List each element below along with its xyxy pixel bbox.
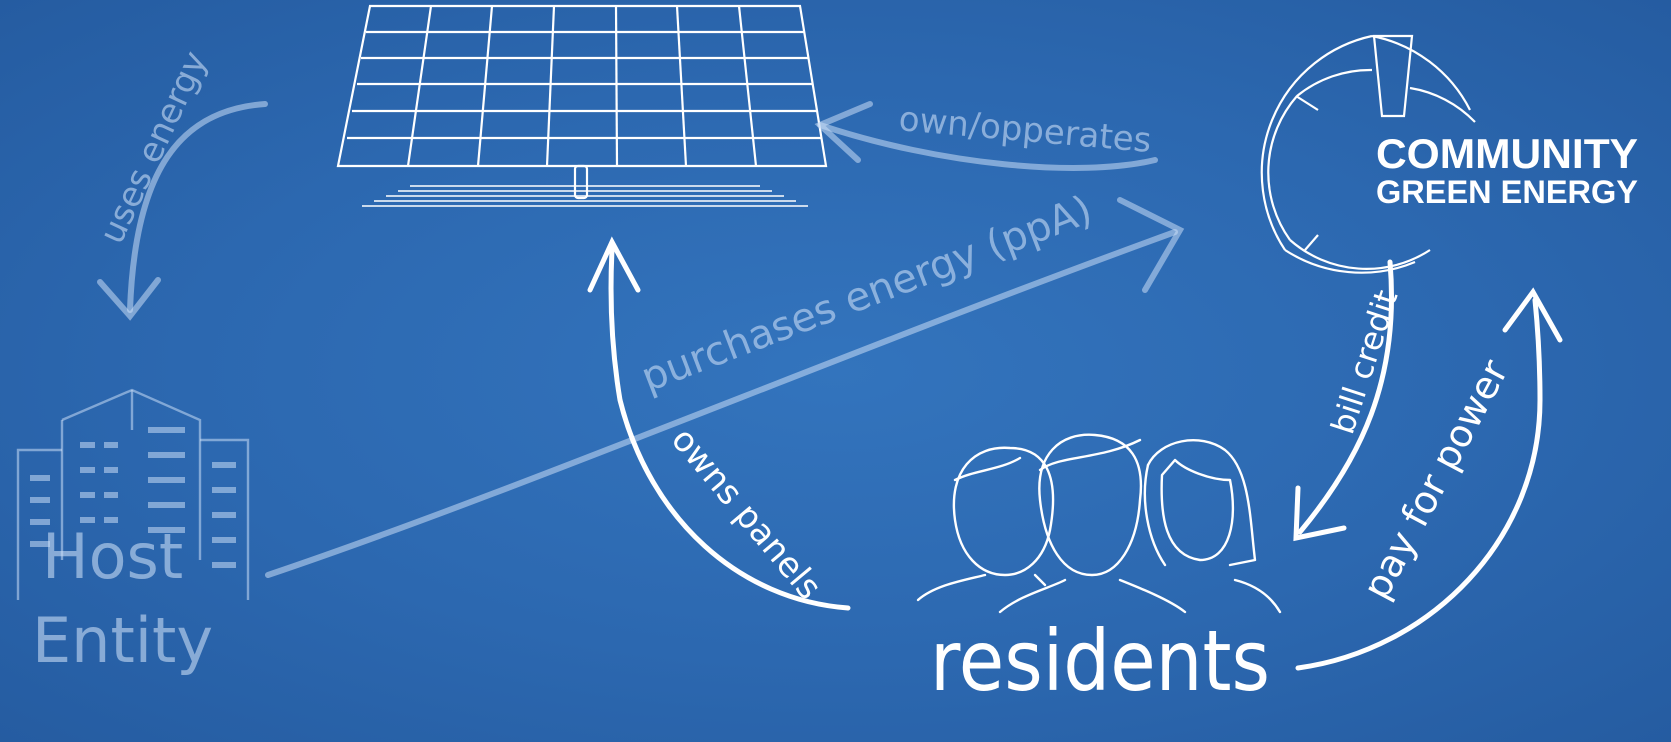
own-operates-arrow — [814, 101, 1158, 171]
pay-for-power-arrow — [1295, 287, 1563, 671]
logo-line-2: GREEN ENERGY — [1376, 174, 1638, 210]
purchases-energy-label: purchases energy (ppA) — [635, 187, 1098, 401]
owns-panels-arrow — [587, 236, 851, 611]
building-icon — [16, 388, 250, 600]
purchases-energy-arrow — [265, 197, 1185, 578]
community-green-energy-logo: COMMUNITY GREEN ENERGY — [1260, 34, 1638, 274]
bill-credit-arrow — [1293, 259, 1395, 542]
uses-energy-arrow — [97, 101, 268, 321]
residents-label: residents — [930, 612, 1270, 710]
solar-panel-icon — [336, 4, 828, 207]
power-ring-icon — [1260, 34, 1476, 274]
bill-credit-label: bill credit — [1323, 285, 1405, 438]
logo-line-1: COMMUNITY — [1376, 130, 1638, 177]
host-entity-label-line2: Entity — [32, 604, 213, 677]
uses-energy-label: uses energy — [92, 45, 216, 250]
host-entity-label-line1: Host — [42, 520, 183, 593]
residents-icon — [916, 433, 1282, 614]
